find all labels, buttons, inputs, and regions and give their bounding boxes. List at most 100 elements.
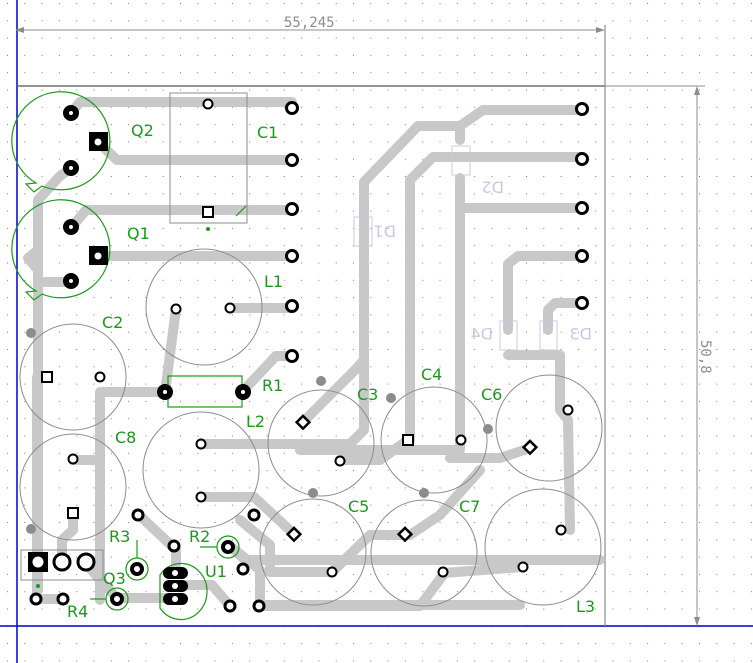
label-c8: C8 (115, 428, 136, 447)
label-l3: L3 (576, 597, 595, 616)
l3-outline (484, 488, 602, 606)
pad (195, 438, 207, 450)
pad (247, 508, 261, 522)
pad (252, 599, 266, 613)
q2-outline (11, 91, 111, 193)
pad (131, 508, 145, 522)
pad (67, 453, 79, 465)
trace (298, 355, 369, 427)
pad (170, 303, 182, 315)
label-c1: C1 (257, 123, 278, 142)
q2-pad (63, 105, 79, 121)
c6-outline (495, 374, 603, 482)
d4-label: D4 (471, 325, 494, 344)
d1-label: D1 (374, 222, 397, 241)
d3-outline (539, 320, 558, 351)
diamond-pad (285, 526, 303, 543)
label-c4: C4 (421, 365, 442, 384)
pad (562, 404, 574, 416)
pad (56, 592, 70, 606)
diamond-pad (521, 439, 539, 456)
l1-outline (145, 248, 263, 366)
component-outlines (19, 92, 603, 607)
label-c6: C6 (481, 385, 502, 404)
dimension-height: 50,8 (694, 86, 713, 626)
trace (359, 105, 587, 225)
trace (405, 152, 587, 445)
u1-outline (159, 562, 208, 621)
pads (28, 98, 589, 613)
pad (326, 566, 338, 578)
j1-outline (20, 549, 104, 581)
label-c3: C3 (357, 385, 378, 404)
c3-outline (267, 389, 375, 497)
dimension-width-label: 55,245 (284, 15, 335, 31)
square-pad (41, 371, 53, 383)
r3-pad (130, 562, 144, 576)
pad (236, 562, 250, 576)
pad (223, 599, 237, 613)
diamond-pad (294, 414, 312, 431)
pad (575, 296, 589, 310)
c7-outline (370, 499, 478, 607)
pad (285, 101, 299, 115)
label-r1: R1 (262, 376, 283, 395)
square-pad (202, 206, 214, 218)
trace (171, 580, 235, 611)
trace (225, 541, 605, 565)
label-c5: C5 (348, 497, 369, 516)
c5-outline (259, 498, 367, 606)
q1-pad (63, 273, 79, 289)
label-q3: Q3 (103, 569, 126, 588)
label-c7: C7 (459, 497, 480, 516)
j1-pin2 (52, 552, 72, 572)
label-r2: R2 (189, 527, 210, 546)
l2-outline (142, 411, 260, 529)
pad (334, 455, 346, 467)
c2-outline (19, 323, 127, 431)
r2-pad (221, 540, 235, 554)
pad (575, 102, 589, 116)
d2-label: D2 (482, 178, 505, 197)
pad (29, 592, 43, 606)
pad (575, 152, 589, 166)
r1-pad (157, 384, 173, 400)
trace (23, 245, 43, 287)
label-q2: Q2 (131, 121, 154, 140)
j1-pin1-dot (36, 584, 40, 588)
pad (94, 371, 106, 383)
pad (575, 249, 589, 263)
pad (575, 201, 589, 215)
pad (555, 524, 567, 536)
d1-outline (353, 216, 373, 247)
pad (285, 299, 299, 313)
pad (285, 202, 299, 216)
label-l1: L1 (264, 272, 283, 291)
d4-outline (499, 320, 518, 351)
label-r3: R3 (109, 527, 130, 546)
trace (503, 251, 587, 335)
trace (438, 562, 527, 578)
c4-outline (380, 386, 488, 494)
square-pad (67, 507, 79, 519)
q2-pad (63, 160, 79, 176)
dimension-height-label: 50,8 (697, 340, 713, 374)
pad (167, 539, 181, 553)
pad (285, 349, 299, 363)
pad (455, 434, 467, 446)
j1-pin3 (76, 552, 96, 572)
trace (335, 435, 413, 465)
trace (445, 443, 535, 463)
trace (503, 350, 575, 535)
label-q1: Q1 (127, 224, 150, 243)
c8-outline (19, 433, 127, 541)
trace (196, 215, 369, 449)
q1-pad (63, 219, 79, 235)
smd-diodes (353, 145, 558, 351)
pad (224, 302, 236, 314)
c1-pin1-dot (206, 227, 210, 231)
pad (285, 153, 299, 167)
label-c2: C2 (102, 313, 123, 332)
trace (160, 304, 181, 397)
